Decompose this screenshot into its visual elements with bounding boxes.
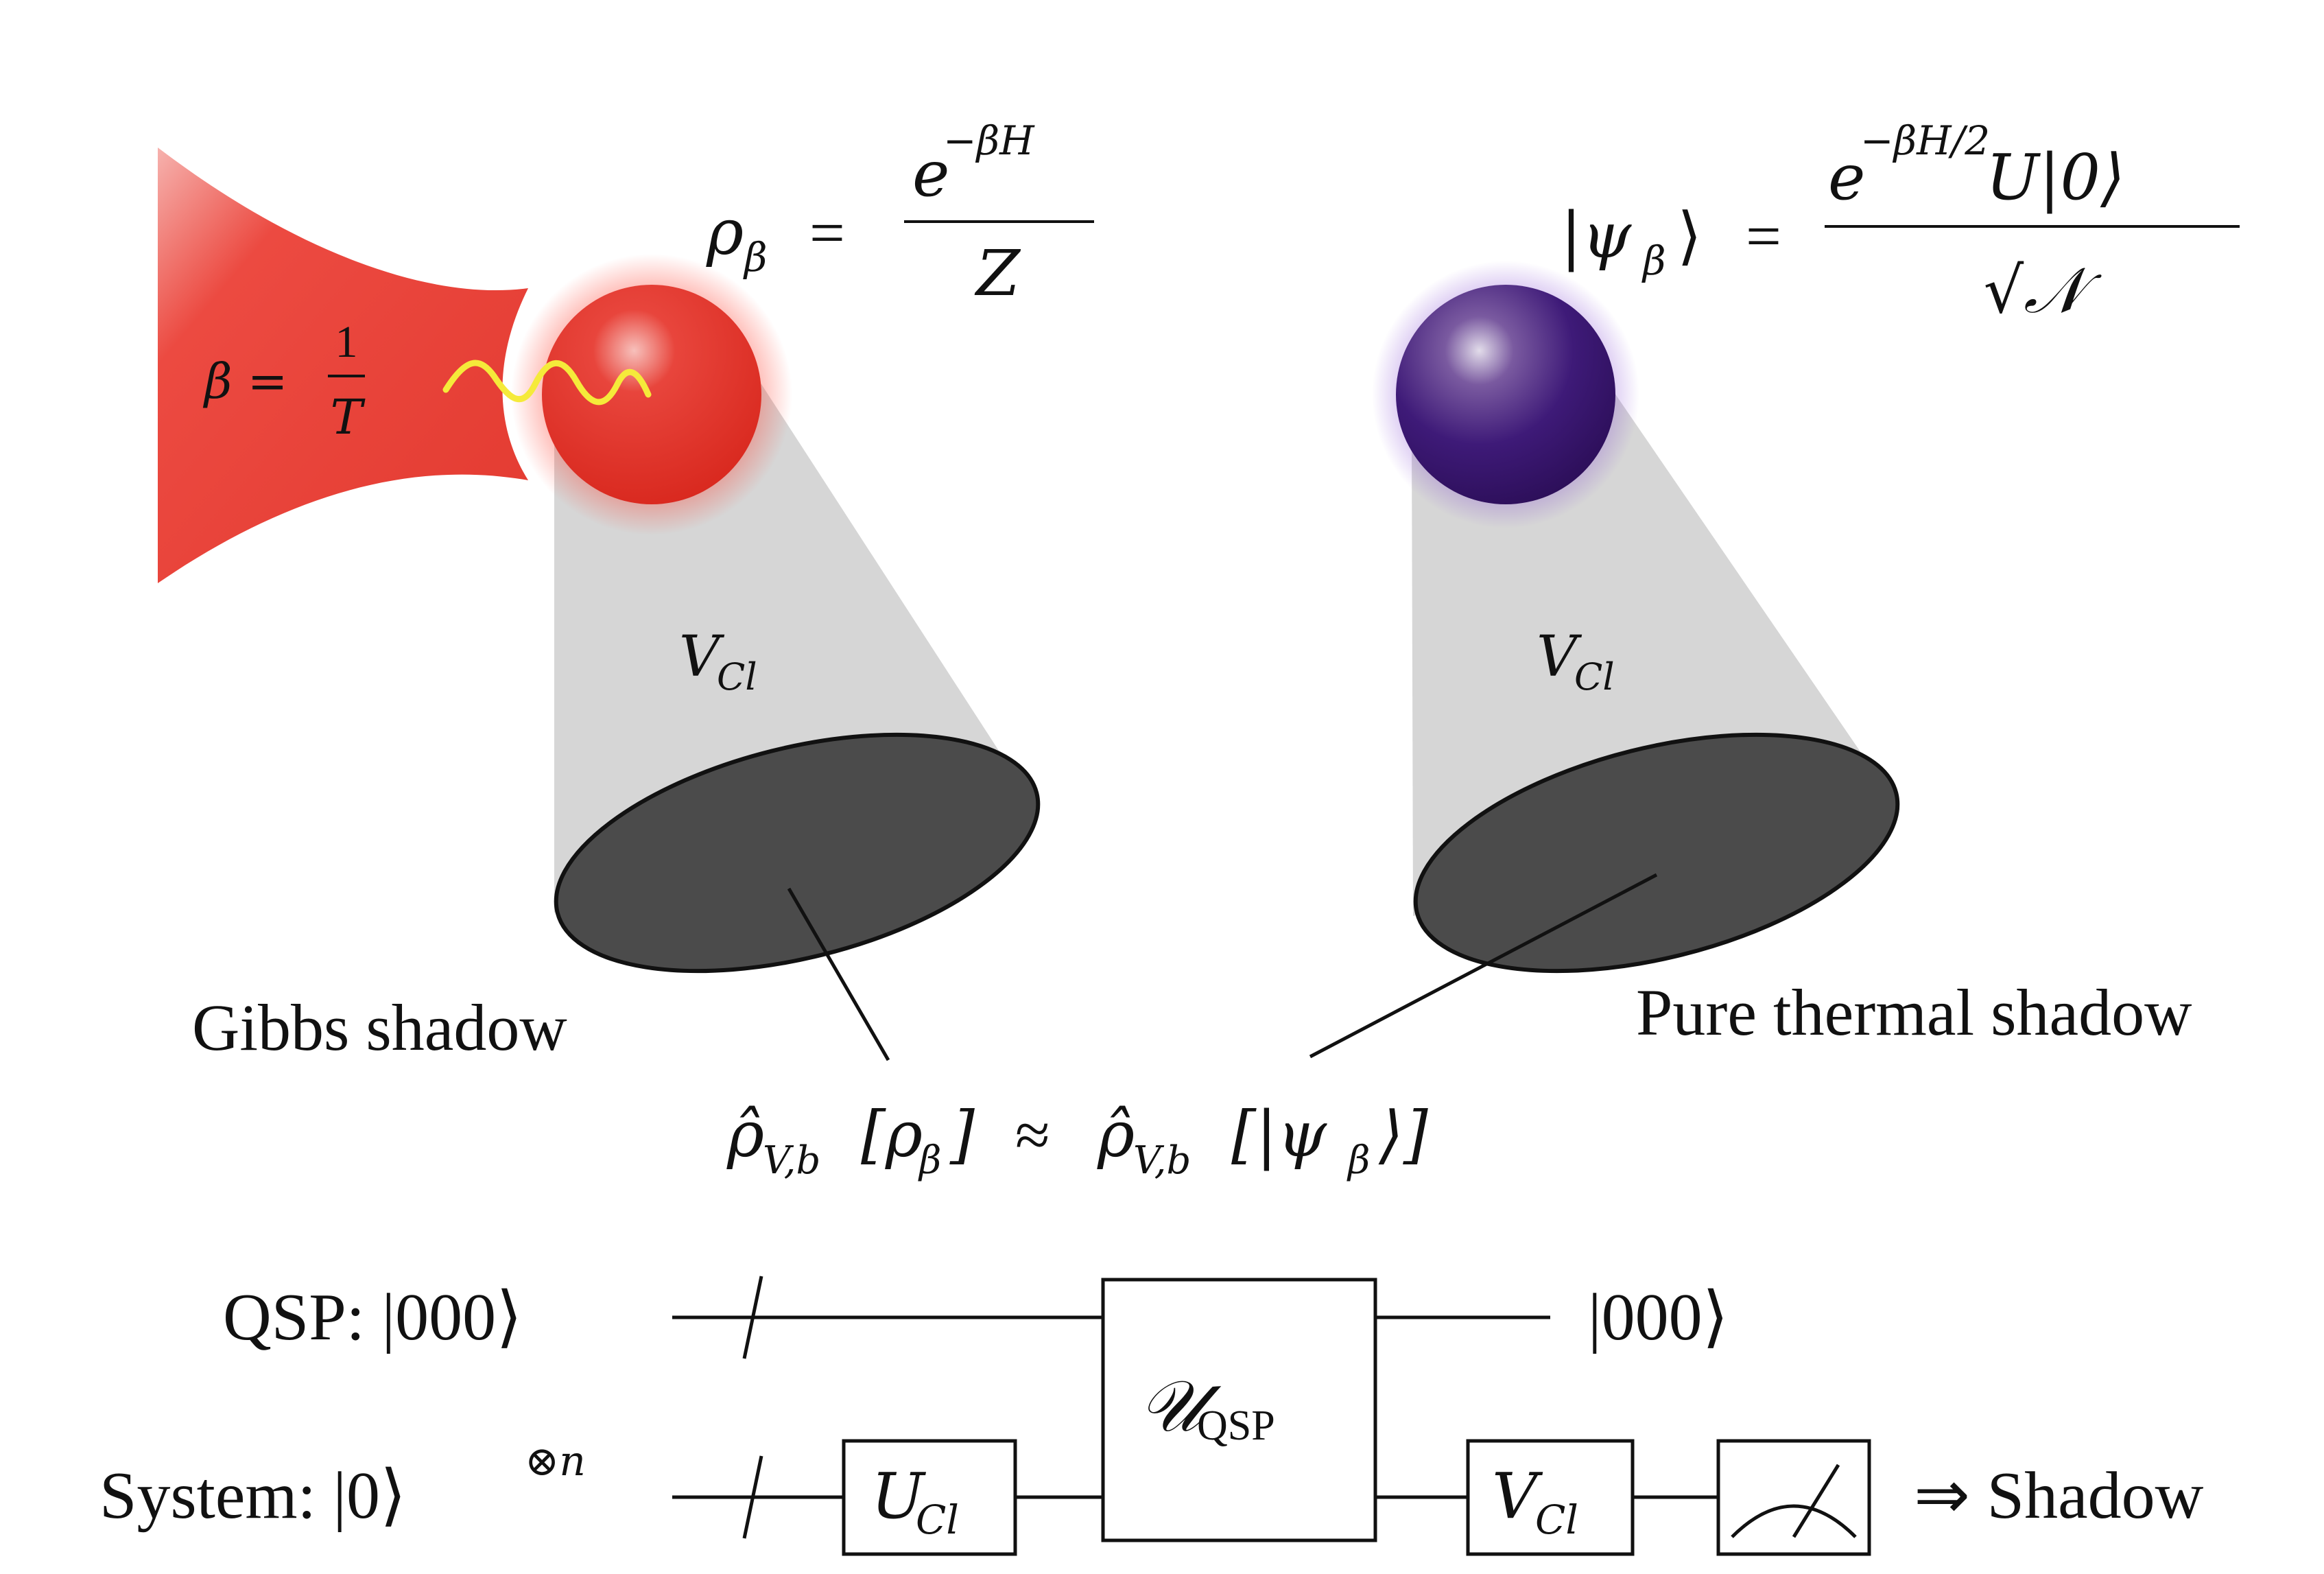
heat-bath	[158, 148, 528, 583]
psi-sub: β	[1641, 237, 1666, 284]
gate-u-sub: Cl	[916, 1496, 959, 1543]
gibbs-pointer-line	[787, 887, 890, 1061]
pure-thermal-shadow-disk	[1413, 732, 1900, 974]
psi-lhs: |ψ	[1561, 199, 1632, 272]
gate-u-label: U	[871, 1459, 927, 1533]
pure-thermal-state-sphere	[1396, 285, 1615, 504]
rho-lhs: ρ	[706, 196, 744, 269]
svg-text:[ρ: [ρ	[861, 1098, 923, 1171]
svg-text:⊗n: ⊗n	[525, 1437, 586, 1485]
svg-text:V,b: V,b	[1133, 1138, 1191, 1183]
svg-text:Cl: Cl	[1574, 655, 1615, 698]
system-bundle-slash	[742, 1455, 763, 1539]
psi-num-sup: −βH/2	[1860, 117, 1990, 164]
thermal-wave-icon	[442, 360, 652, 406]
svg-text:V,b: V,b	[763, 1138, 820, 1183]
meter-arc-icon	[1731, 1504, 1857, 1538]
pure-thermal-state-formula: |ψ β ⟩ = e −βH/2 U|0⟩ √𝒩	[1561, 117, 2240, 327]
gibbs-shadow-disk	[554, 732, 1041, 974]
rho-den: Z	[974, 237, 1021, 310]
shadow-output-label: ⇒ Shadow	[1914, 1459, 2204, 1533]
psi-num-tail: U|0⟩	[1986, 141, 2125, 214]
psi-den: √𝒩	[1984, 254, 2102, 327]
psi-eq: =	[1746, 201, 1781, 271]
gate-u-cl	[842, 1439, 1017, 1556]
psi-num: e	[1828, 141, 1865, 214]
rho-eq: =	[809, 198, 845, 268]
beta-numerator: 1	[335, 317, 358, 367]
svg-text:[|ψ: [|ψ	[1231, 1098, 1327, 1171]
qsp-register-label: QSP: |000⟩	[223, 1280, 522, 1354]
gibbs-shadow-label: Gibbs shadow	[192, 991, 567, 1064]
gibbs-state-sphere	[542, 285, 761, 504]
left-cone-label: V Cl	[679, 624, 757, 698]
svg-text:ρ̂: ρ̂	[1097, 1098, 1135, 1171]
gibbs-state-formula: ρ β = e −βH Z	[706, 117, 1094, 310]
gate-v-sub: Cl	[1535, 1496, 1578, 1543]
measurement-gate	[1716, 1439, 1871, 1556]
svg-text:V: V	[679, 624, 725, 690]
svg-text:]: ]	[949, 1098, 975, 1171]
rho-sub: β	[743, 234, 768, 281]
gate-v-cl	[1466, 1439, 1635, 1556]
gate-u-qsp	[1101, 1278, 1377, 1542]
beta-definition: β = 1 T	[202, 317, 366, 445]
psi-close: ⟩	[1677, 201, 1702, 271]
qsp-output-state: |000⟩	[1588, 1280, 1729, 1354]
svg-text:V: V	[1537, 624, 1582, 690]
svg-text:β: β	[1347, 1138, 1370, 1183]
svg-text:Cl: Cl	[717, 655, 757, 698]
svg-text:≈: ≈	[1015, 1100, 1050, 1170]
gate-qsp-sub: QSP	[1197, 1402, 1275, 1449]
beta-lhs: β =	[202, 353, 287, 410]
pure-pointer-line	[1309, 873, 1658, 1059]
svg-text:β: β	[918, 1138, 941, 1183]
pure-thermal-shadow-label: Pure thermal shadow	[1636, 976, 2192, 1049]
svg-text:⟩]: ⟩]	[1378, 1098, 1428, 1171]
right-cone-label: V Cl	[1537, 624, 1615, 698]
beta-denominator: T	[331, 389, 366, 445]
gate-v-label: V	[1492, 1459, 1543, 1533]
qsp-bundle-slash	[742, 1276, 763, 1359]
meter-needle-icon	[1792, 1464, 1840, 1538]
rho-num-sup: −βH	[943, 117, 1035, 164]
shadow-equivalence-formula: ρ̂ V,b [ρ β ] ≈ ρ̂ V,b [|ψ β ⟩]	[726, 1098, 1428, 1183]
system-register-label: System: |0⟩ ⊗n	[99, 1437, 586, 1533]
quantum-circuit: QSP: |000⟩ System: |0⟩ ⊗n |000⟩ U Cl 𝒰 Q…	[99, 1276, 2204, 1556]
rho-num: e	[912, 137, 949, 211]
svg-text:System: |0⟩: System: |0⟩	[99, 1459, 406, 1533]
svg-text:ρ̂: ρ̂	[726, 1098, 764, 1171]
